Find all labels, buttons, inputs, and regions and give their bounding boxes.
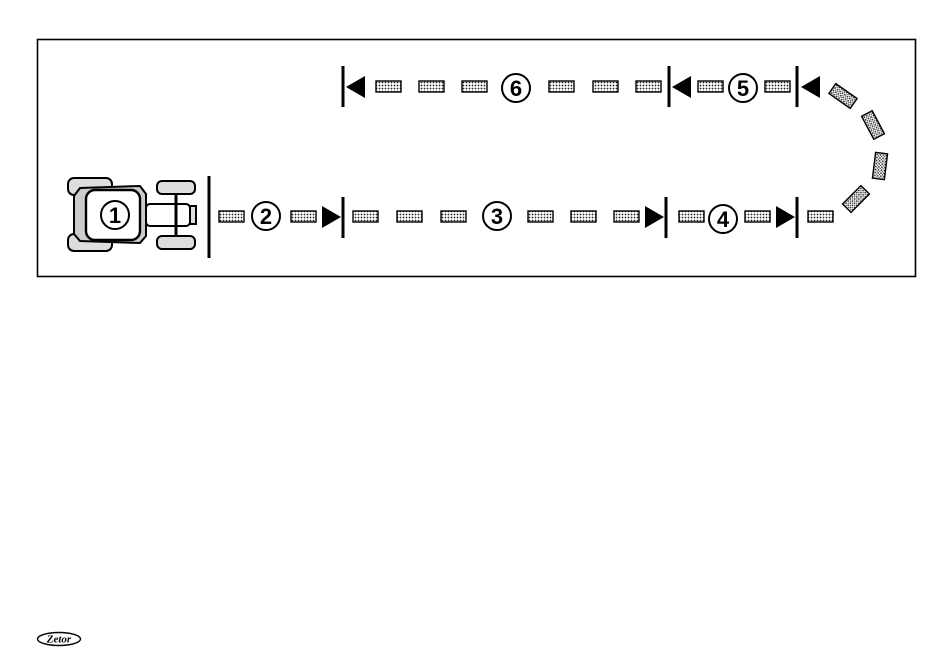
swath-segment [353,211,378,222]
zetor-logo: Zetor [36,631,82,647]
svg-text:1: 1 [109,203,121,228]
svg-text:3: 3 [491,204,503,229]
swath-segment [872,152,887,179]
swath-segment [862,111,885,140]
swath-segment [745,211,770,222]
swath-path-turn [829,84,888,213]
swath-segment [219,211,244,222]
swath-segment [291,211,316,222]
swath-segment [829,84,857,109]
marker-6: 6 [502,74,530,102]
marker-1: 1 [101,201,129,229]
svg-text:2: 2 [260,204,272,229]
arrow-right-icon [776,206,795,228]
marker-2: 2 [252,202,280,230]
svg-text:6: 6 [510,76,522,101]
arrow-right-icon [645,206,664,228]
svg-text:4: 4 [717,207,730,232]
swath-segment [636,81,661,92]
swath-segment [397,211,422,222]
arrow-left-icon [672,76,691,98]
marker-3: 3 [483,202,511,230]
swath-segment [441,211,466,222]
arrow-right-icon [322,206,341,228]
tractor-icon [68,178,196,251]
swath-segment [528,211,553,222]
swath-segment [462,81,487,92]
swath-segment [571,211,596,222]
swath-segment [376,81,401,92]
logo-text: Zetor [46,634,72,646]
arrow-left-icon [346,76,365,98]
swath-segment [419,81,444,92]
swath-path-outbound [219,211,833,222]
swath-segment [549,81,574,92]
swath-segment [698,81,723,92]
svg-text:5: 5 [737,76,749,101]
marker-5: 5 [729,74,757,102]
swath-segment [593,81,618,92]
swath-path-return [376,81,790,92]
swath-segment [679,211,704,222]
swath-segment [808,211,833,222]
arrow-left-icon [801,76,820,98]
swath-segment [765,81,790,92]
swath-segment [843,186,870,213]
marker-4: 4 [709,205,737,233]
swath-segment [614,211,639,222]
